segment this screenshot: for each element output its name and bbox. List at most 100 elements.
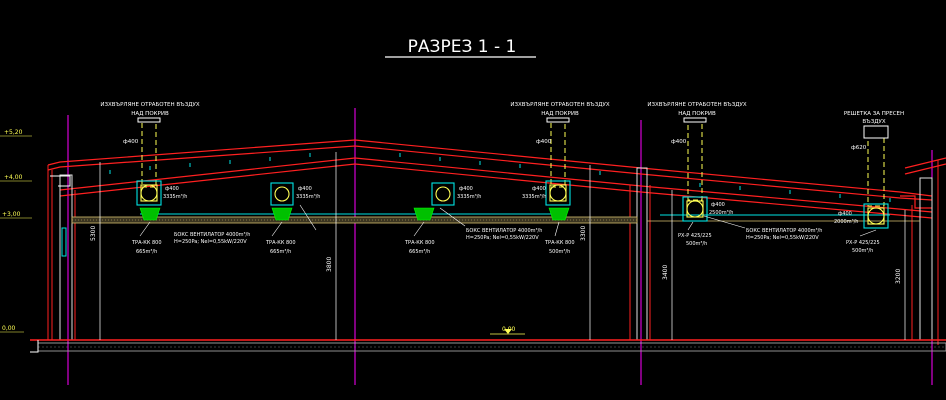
diffuser-1 xyxy=(139,207,161,221)
fan-notes: БОКС ВЕНТИЛАТОР 4000m³/h H=250Pa; Nel=0,… xyxy=(174,228,822,245)
dimension-texts: 5300 3800 3300 3400 3200 xyxy=(90,226,902,284)
fan-note-3-line1: БОКС ВЕНТИЛАТОР 4000m³/h xyxy=(746,228,822,234)
intake-label-d-2: ВЪЗДУХ xyxy=(862,119,886,125)
zero-level-label: 0,00 xyxy=(502,326,516,333)
column-middle xyxy=(636,167,648,341)
level-low-label: +3,00 xyxy=(2,211,21,218)
dim-h1: 5300 xyxy=(90,226,97,241)
duct-tag-1: ф400 xyxy=(123,139,139,145)
level-top-label: +5,20 xyxy=(4,129,23,136)
diffusers xyxy=(139,207,570,221)
fan-unit-5 xyxy=(682,196,708,222)
unit-2-flow: 3335m³/h xyxy=(296,194,320,200)
diffuser-1-type: ТРА-КК 800 xyxy=(131,240,162,246)
intake-label-d-1: РЕШЕТКА ЗА ПРЕСЕН xyxy=(844,111,904,117)
exhaust-label-c-2: НАД ПОКРИВ xyxy=(678,111,716,117)
diffuser-2 xyxy=(271,207,293,221)
fan-note-2-line2: H=250Pa; Nel=0,55kW/220V xyxy=(466,235,539,241)
unit-captions: ф400 3335m³/h ф400 3335m³/h ф400 3335m³/… xyxy=(163,186,858,225)
exhaust-label-b-2: НАД ПОКРИВ xyxy=(541,111,579,117)
level-floor-label: 0,00 xyxy=(2,325,16,332)
duct-tag-2: ф400 xyxy=(536,139,552,145)
diffuser-4-flow: 500m³/h xyxy=(549,249,570,255)
unit-6-flow: 2000m³/h xyxy=(834,219,858,225)
diffuser-3-type: ТРА-КК 800 xyxy=(404,240,435,246)
column-right xyxy=(919,177,933,341)
wall-red-lines xyxy=(47,160,939,345)
gutter-detail xyxy=(50,175,71,257)
fan-unit-4 xyxy=(545,180,571,206)
roof-right-bracket xyxy=(900,195,932,209)
horizontal-ducts xyxy=(140,213,890,216)
unit-1-flow: 3335m³/h xyxy=(163,194,187,200)
diffuser-4 xyxy=(548,207,570,221)
fan-note-3-line2: H=250Pa; Nel=0,55kW/220V xyxy=(746,235,819,241)
fan-note-2-line1: БОКС ВЕНТИЛАТОР 4000m³/h xyxy=(466,228,542,234)
diffuser-4-type: ТРА-КК 800 xyxy=(544,240,575,246)
diffuser-3 xyxy=(413,207,435,221)
fan-note-1-line1: БОКС ВЕНТИЛАТОР 4000m³/h xyxy=(174,232,250,238)
fan-note-1-line2: H=250Pa; Nel=0,55kW/220V xyxy=(174,239,247,245)
roof-structure xyxy=(47,139,946,219)
unit-1-diam: ф400 xyxy=(165,186,179,192)
grille-6-flow: 500m³/h xyxy=(852,248,873,254)
suspended-ceiling xyxy=(71,216,920,224)
grille-5-flow: 500m³/h xyxy=(686,241,707,247)
column-left xyxy=(59,174,73,341)
dim-h2: 3800 xyxy=(326,257,333,272)
exhaust-labels: ИЗХВЪРЛЯНЕ ОТРАБОТЕН ВЪЗДУХ НАД ПОКРИВ И… xyxy=(100,102,904,125)
fan-unit-6 xyxy=(863,203,889,229)
roof-right-gable-2 xyxy=(904,163,946,175)
diffuser-2-flow: 665m³/h xyxy=(270,249,291,255)
exhaust-label-a-2: НАД ПОКРИВ xyxy=(131,111,169,117)
duct-riser-3 xyxy=(687,121,703,201)
unit-4-diam: ф400 xyxy=(532,186,546,192)
fan-unit-2 xyxy=(270,182,294,206)
vertical-ducts xyxy=(141,121,885,207)
exhaust-label-c-1: ИЗХВЪРЛЯНЕ ОТРАБОТЕН ВЪЗДУХ xyxy=(647,102,747,108)
truss-lower-chord-2 xyxy=(59,163,933,219)
dimension-lines xyxy=(99,152,906,340)
fan-units xyxy=(136,180,889,229)
truss-lower-chord xyxy=(59,157,933,213)
level-mid-label: +4,00 xyxy=(4,174,23,181)
diffuser-1-flow: 665m³/h xyxy=(136,249,157,255)
unit-5-flow: 2500m³/h xyxy=(709,210,733,216)
exhaust-label-b-1: ИЗХВЪРЛЯНЕ ОТРАБОТЕН ВЪЗДУХ xyxy=(510,102,610,108)
unit-4-flow: 3335m³/h xyxy=(522,194,546,200)
leader-lines xyxy=(139,204,877,237)
title-block: РАЗРЕЗ 1 - 1 xyxy=(385,37,536,58)
roof-right-gable xyxy=(904,157,946,169)
exhaust-label-a-1: ИЗХВЪРЛЯНЕ ОТРАБОТЕН ВЪЗДУХ xyxy=(100,102,200,108)
dim-h3: 3300 xyxy=(580,226,587,241)
floor-slab xyxy=(30,339,946,353)
diffuser-captions: ТРА-КК 800 665m³/h ТРА-КК 800 665m³/h ТР… xyxy=(131,233,880,255)
duct-tags: ф400 ф400 ф400 ф620 xyxy=(123,139,867,151)
diffuser-2-type: ТРА-КК 800 xyxy=(265,240,296,246)
dim-h4: 3400 xyxy=(662,265,669,280)
duct-tag-3: ф400 xyxy=(671,139,687,145)
unit-2-diam: ф400 xyxy=(298,186,312,192)
dim-h5: 3200 xyxy=(895,269,902,284)
unit-6-diam: ф400 xyxy=(838,211,852,217)
unit-3-diam: ф400 xyxy=(459,186,473,192)
duct-caps xyxy=(137,117,889,139)
grille-6-type: РХ-Р 425/225 xyxy=(846,240,880,246)
unit-3-flow: 3335m³/h xyxy=(457,194,481,200)
axis-lines xyxy=(67,108,933,385)
columns xyxy=(59,167,933,341)
unit-5-diam: ф400 xyxy=(711,202,725,208)
zero-level-mark: 0,00 xyxy=(490,326,525,335)
fan-unit-1 xyxy=(136,180,162,206)
diffuser-3-flow: 665m³/h xyxy=(409,249,430,255)
fan-unit-3 xyxy=(431,182,455,206)
grille-5-type: РХ-Р 425/225 xyxy=(678,233,712,239)
roof-inner-line xyxy=(47,145,933,201)
purlins xyxy=(109,153,891,202)
level-marks-left: +5,20 +4,00 +3,00 0,00 xyxy=(0,129,32,333)
duct-tag-4: ф620 xyxy=(851,145,867,151)
drawing-title: РАЗРЕЗ 1 - 1 xyxy=(408,37,517,57)
roof-outer-line xyxy=(47,139,933,197)
